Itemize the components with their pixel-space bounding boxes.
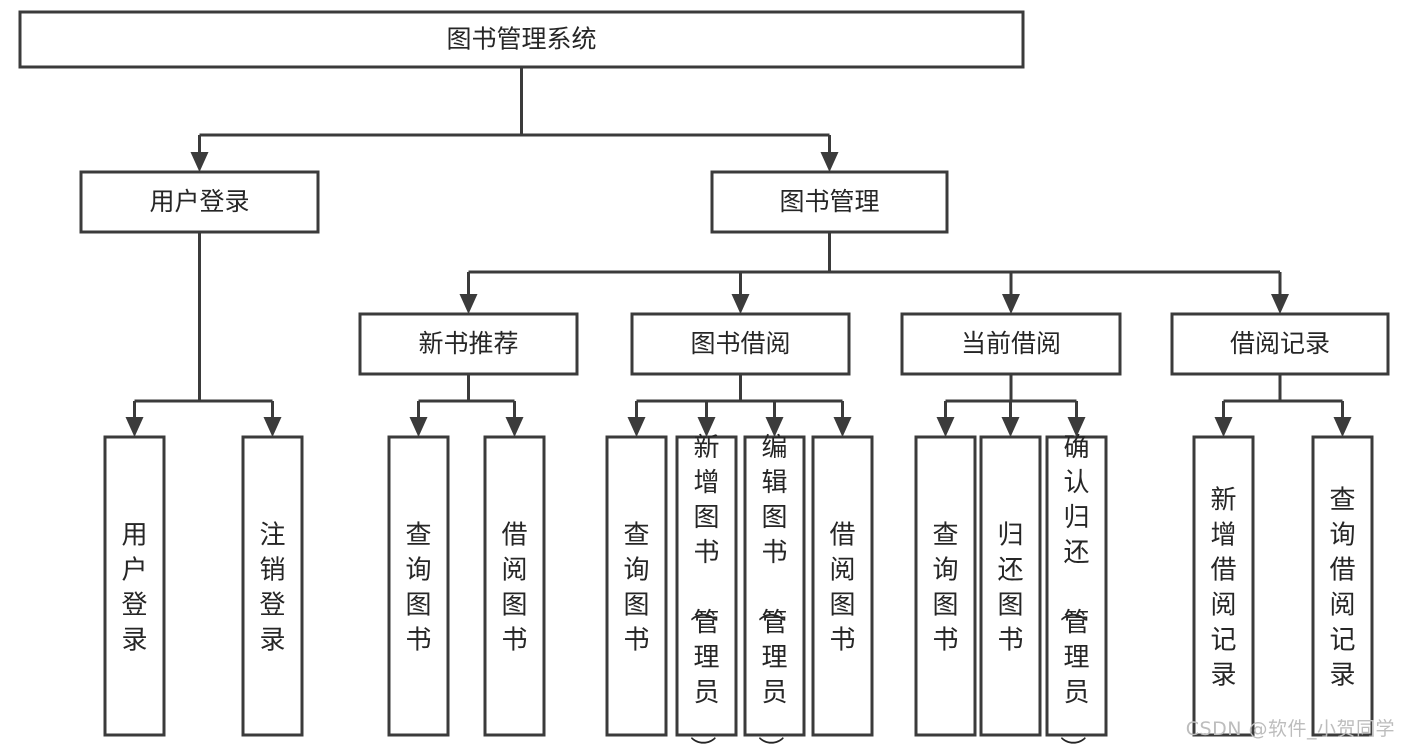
node-box[interactable] bbox=[811, 435, 874, 737]
csdn-watermark: CSDN @软件_小贺同学 bbox=[1185, 718, 1395, 740]
connector-layer bbox=[125, 67, 1352, 437]
node-new-book-rec[interactable]: 新书推荐 bbox=[358, 312, 579, 376]
node-leaf-add-book[interactable]: 新增图书（管理员） bbox=[675, 433, 738, 747]
node-label: 借阅记录 bbox=[1230, 329, 1330, 358]
node-label: 查询图书 bbox=[405, 520, 431, 655]
node-label: 查询借阅记录 bbox=[1329, 485, 1355, 690]
arrow-head-icon bbox=[190, 152, 209, 172]
node-box[interactable] bbox=[387, 435, 450, 737]
node-layer: 图书管理系统用户登录图书管理新书推荐图书借阅当前借阅借阅记录用户登录注销登录查询… bbox=[18, 10, 1390, 747]
node-box[interactable] bbox=[710, 170, 949, 234]
arrow-head-icon bbox=[731, 294, 750, 314]
node-label: 用户登录 bbox=[149, 187, 249, 216]
node-label: 查询图书 bbox=[623, 520, 649, 655]
node-box[interactable] bbox=[1311, 435, 1374, 737]
node-box[interactable] bbox=[241, 435, 304, 737]
arrow-head-icon bbox=[1002, 294, 1020, 314]
node-label: 图书管理系统 bbox=[446, 25, 596, 54]
node-label: 用户登录 bbox=[121, 520, 147, 655]
arrow-head-icon bbox=[1333, 417, 1352, 437]
node-box[interactable] bbox=[630, 312, 851, 376]
node-label: 确认归还（管理员） bbox=[1056, 433, 1089, 747]
node-leaf-user-login[interactable]: 用户登录 bbox=[103, 435, 166, 737]
node-leaf-add-record[interactable]: 新增借阅记录 bbox=[1192, 435, 1255, 737]
arrow-head-icon bbox=[1214, 417, 1233, 437]
node-leaf-query-record[interactable]: 查询借阅记录 bbox=[1311, 435, 1374, 737]
node-box[interactable] bbox=[979, 435, 1042, 737]
node-label: 新增图书（管理员） bbox=[686, 433, 719, 747]
arrow-head-icon bbox=[459, 294, 478, 314]
node-box[interactable] bbox=[605, 435, 668, 737]
node-box[interactable] bbox=[483, 435, 546, 737]
node-box[interactable] bbox=[79, 170, 320, 234]
node-leaf-query-book-3[interactable]: 查询图书 bbox=[914, 435, 977, 737]
arrow-head-icon bbox=[125, 417, 144, 437]
node-label: 图书管理 bbox=[779, 187, 879, 216]
arrow-head-icon bbox=[833, 417, 852, 437]
node-leaf-confirm-return[interactable]: 确认归还（管理员） bbox=[1045, 433, 1108, 747]
node-box[interactable] bbox=[675, 435, 738, 737]
node-box[interactable] bbox=[900, 312, 1122, 376]
node-label: 当前借阅 bbox=[961, 329, 1061, 358]
node-leaf-edit-book[interactable]: 编辑图书（管理员） bbox=[743, 433, 806, 747]
node-box[interactable] bbox=[103, 435, 166, 737]
node-leaf-borrow-book-2[interactable]: 借阅图书 bbox=[811, 435, 874, 737]
arrow-head-icon bbox=[936, 417, 955, 437]
node-current-borrow[interactable]: 当前借阅 bbox=[900, 312, 1122, 376]
node-leaf-return-book[interactable]: 归还图书 bbox=[979, 435, 1042, 737]
node-box[interactable] bbox=[1045, 435, 1108, 737]
arrow-head-icon bbox=[1067, 417, 1086, 437]
node-leaf-logout[interactable]: 注销登录 bbox=[241, 435, 304, 737]
node-label: 编辑图书（管理员） bbox=[754, 433, 787, 747]
node-label: 借阅图书 bbox=[501, 520, 527, 655]
arrow-head-icon bbox=[820, 152, 839, 172]
arrow-head-icon bbox=[1271, 294, 1289, 314]
node-label: 查询图书 bbox=[932, 520, 958, 655]
arrow-head-icon bbox=[1001, 417, 1020, 437]
arrow-head-icon bbox=[765, 417, 784, 437]
node-label: 图书借阅 bbox=[690, 329, 790, 358]
node-borrow-record[interactable]: 借阅记录 bbox=[1170, 312, 1390, 376]
arrow-head-icon bbox=[409, 417, 428, 437]
node-book-manage[interactable]: 图书管理 bbox=[710, 170, 949, 234]
node-box[interactable] bbox=[1192, 435, 1255, 737]
node-book-borrow[interactable]: 图书借阅 bbox=[630, 312, 851, 376]
node-box[interactable] bbox=[914, 435, 977, 737]
node-label: 注销登录 bbox=[259, 520, 285, 655]
arrow-head-icon bbox=[505, 417, 524, 437]
node-leaf-query-book-2[interactable]: 查询图书 bbox=[605, 435, 668, 737]
node-box[interactable] bbox=[18, 10, 1025, 69]
arrow-head-icon bbox=[697, 417, 716, 437]
node-user-login[interactable]: 用户登录 bbox=[79, 170, 320, 234]
node-leaf-borrow-book-1[interactable]: 借阅图书 bbox=[483, 435, 546, 737]
arrow-head-icon bbox=[627, 417, 646, 437]
node-box[interactable] bbox=[743, 435, 806, 737]
node-box[interactable] bbox=[1170, 312, 1390, 376]
node-label: 新书推荐 bbox=[418, 329, 518, 358]
node-label: 借阅图书 bbox=[829, 520, 855, 655]
node-label: 归还图书 bbox=[997, 520, 1023, 655]
node-box[interactable] bbox=[358, 312, 579, 376]
arrow-head-icon bbox=[263, 417, 282, 437]
node-leaf-query-book-1[interactable]: 查询图书 bbox=[387, 435, 450, 737]
node-root[interactable]: 图书管理系统 bbox=[18, 10, 1025, 69]
node-label: 新增借阅记录 bbox=[1210, 485, 1236, 690]
